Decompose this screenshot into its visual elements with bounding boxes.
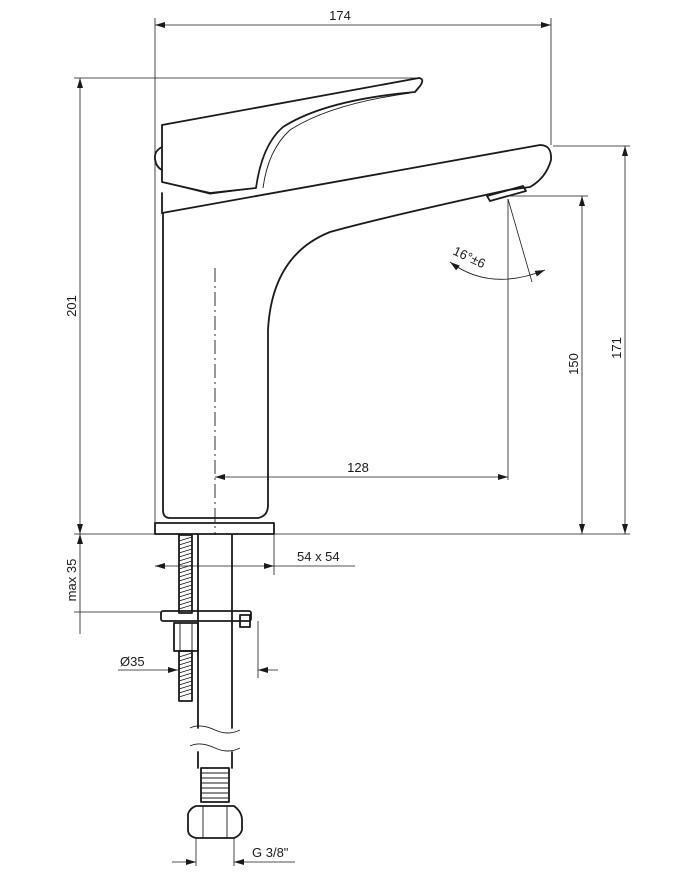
lever-pivot-knob <box>153 146 163 171</box>
thread-line <box>178 672 193 678</box>
thread-line <box>178 664 193 670</box>
arrow-hole <box>258 667 268 673</box>
thread-line <box>178 660 193 666</box>
connector-nut <box>187 805 243 839</box>
base-plate <box>154 522 275 535</box>
label-outlet-height: 150 <box>566 353 581 375</box>
ferrule-grooves <box>201 772 229 799</box>
stud-threads <box>178 652 193 698</box>
thread-line <box>178 688 193 694</box>
washer-tab <box>239 614 251 628</box>
thread-line <box>178 676 193 682</box>
thread-line <box>178 656 193 662</box>
hose-break-top <box>189 725 241 734</box>
hose-break-bottom <box>189 743 241 752</box>
thread-line <box>178 596 193 602</box>
hose-ferrule <box>200 767 230 803</box>
stud-threads <box>178 536 193 610</box>
thread-line <box>178 572 193 578</box>
arrow-thread <box>234 859 244 865</box>
handle-bottom-seam <box>165 182 257 195</box>
lever-handle-inner-curve <box>262 92 411 189</box>
thread-line <box>178 584 193 590</box>
label-overall-height: 201 <box>64 295 79 317</box>
label-connection-thread: G 3/8" <box>252 845 289 860</box>
thread-line <box>178 680 193 686</box>
thread-line <box>178 568 193 574</box>
thread-line <box>178 604 193 610</box>
thread-line <box>178 692 193 698</box>
faucet-outline <box>153 77 552 535</box>
label-spout-reach: 128 <box>347 460 369 475</box>
thread-line <box>178 684 193 690</box>
fixing-washer <box>160 610 252 622</box>
thread-line <box>178 668 193 674</box>
lever-handle <box>161 77 424 194</box>
thread-line <box>178 592 193 598</box>
installation-parts <box>160 534 252 839</box>
thread-line <box>178 544 193 550</box>
spout-body <box>161 144 552 519</box>
label-spray-angle: 16°±6 <box>451 243 488 271</box>
threaded-stud <box>178 534 193 614</box>
thread-line <box>178 536 193 542</box>
aerator <box>486 185 527 202</box>
thread-line <box>178 556 193 562</box>
fixing-nut <box>173 622 199 652</box>
threaded-stud-lower <box>178 650 193 702</box>
thread-line <box>178 580 193 586</box>
thread-line <box>178 548 193 554</box>
dimension-lines <box>74 18 630 866</box>
spray-direction-line <box>507 198 533 283</box>
thread-line <box>178 652 193 658</box>
label-max-thickness: max 35 <box>64 559 79 602</box>
label-base-plate: 54 x 54 <box>297 549 340 564</box>
thread-line <box>178 576 193 582</box>
dimension-labels: 174 201 171 150 128 16°±6 54 x 54 max 35… <box>64 8 624 860</box>
thread-line <box>178 588 193 594</box>
thread-line <box>178 560 193 566</box>
label-hole-diameter: Ø35 <box>120 654 145 669</box>
thread-line <box>178 540 193 546</box>
label-overall-width: 174 <box>329 8 351 23</box>
thread-line <box>178 600 193 606</box>
label-spout-height: 171 <box>609 337 624 359</box>
thread-line <box>178 552 193 558</box>
dim-spray-angle <box>449 261 546 280</box>
